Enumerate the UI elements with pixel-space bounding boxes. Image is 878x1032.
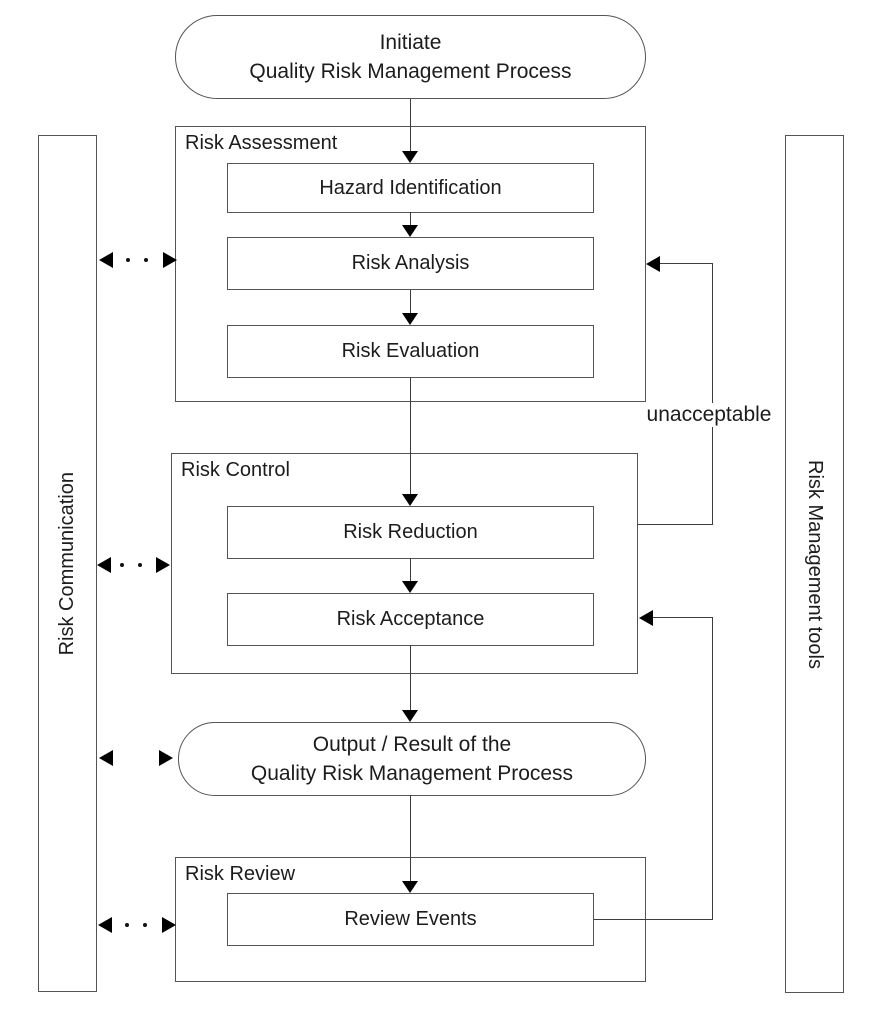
link3-right-arrow-icon bbox=[159, 750, 173, 766]
review-events-box: Review Events bbox=[227, 893, 594, 946]
flow-line-hazard-to-analysis bbox=[410, 212, 411, 226]
link1-dot bbox=[126, 258, 130, 262]
risk-control-label: Risk Control bbox=[181, 459, 290, 481]
risk-management-tools-label: Risk Management tools bbox=[804, 459, 826, 669]
output-terminator: Output / Result of the Quality Risk Mana… bbox=[178, 722, 646, 796]
arrowhead-into-risk-analysis bbox=[402, 225, 418, 237]
risk-communication-bar: Risk Communication bbox=[38, 135, 97, 992]
risk-communication-label: Risk Communication bbox=[56, 471, 78, 656]
arrowhead-into-risk-acceptance bbox=[402, 581, 418, 593]
link2-dot bbox=[138, 563, 142, 567]
review-feedback-top-segment bbox=[652, 617, 713, 618]
flow-line-evaluation-to-reduction bbox=[410, 377, 411, 495]
link3-left-arrow-icon bbox=[99, 750, 113, 766]
flow-line-output-to-review bbox=[410, 795, 411, 882]
arrowhead-into-risk-control-right bbox=[639, 610, 653, 626]
unacceptable-label: unacceptable bbox=[643, 403, 775, 427]
output-line2: Quality Risk Management Process bbox=[250, 762, 574, 785]
arrowhead-into-review-events bbox=[402, 881, 418, 893]
arrowhead-into-risk-assessment-right bbox=[646, 256, 660, 272]
link1-right-arrow-icon bbox=[163, 252, 177, 268]
link1-dot bbox=[144, 258, 148, 262]
risk-assessment-label: Risk Assessment bbox=[185, 132, 338, 154]
hazard-identification-box: Hazard Identification bbox=[227, 163, 594, 213]
flow-line-initiate-to-hazard bbox=[410, 99, 411, 152]
review-feedback-vertical-segment bbox=[712, 617, 713, 920]
risk-analysis-box: Risk Analysis bbox=[227, 237, 594, 290]
link4-left-arrow-icon bbox=[98, 917, 112, 933]
arrowhead-into-hazard-identification bbox=[402, 151, 418, 163]
initiate-line1: Initiate bbox=[379, 31, 442, 54]
flow-line-analysis-to-evaluation bbox=[410, 290, 411, 314]
link2-dot bbox=[120, 563, 124, 567]
risk-evaluation-box: Risk Evaluation bbox=[227, 325, 594, 378]
initiate-line2: Quality Risk Management Process bbox=[249, 60, 572, 83]
output-line1: Output / Result of the bbox=[312, 733, 512, 756]
arrowhead-into-risk-reduction bbox=[402, 494, 418, 506]
unacceptable-feedback-bottom-segment bbox=[637, 524, 713, 525]
link4-right-arrow-icon bbox=[162, 917, 176, 933]
flow-line-acceptance-to-output bbox=[410, 645, 411, 711]
link4-dot bbox=[143, 923, 147, 927]
link4-dot bbox=[125, 923, 129, 927]
arrowhead-into-output bbox=[402, 710, 418, 722]
unacceptable-feedback-vertical-segment bbox=[712, 263, 713, 525]
unacceptable-feedback-top-segment bbox=[659, 263, 713, 264]
arrowhead-into-risk-evaluation bbox=[402, 313, 418, 325]
review-feedback-bottom-segment bbox=[594, 919, 713, 920]
risk-management-tools-bar: Risk Management tools bbox=[785, 135, 844, 993]
risk-review-label: Risk Review bbox=[185, 863, 296, 885]
link1-left-arrow-icon bbox=[99, 252, 113, 268]
risk-control-group: Risk Control bbox=[171, 453, 638, 674]
link2-right-arrow-icon bbox=[156, 557, 170, 573]
risk-acceptance-box: Risk Acceptance bbox=[227, 593, 594, 646]
link2-left-arrow-icon bbox=[97, 557, 111, 573]
risk-reduction-box: Risk Reduction bbox=[227, 506, 594, 559]
initiate-terminator: Initiate Quality Risk Management Process bbox=[175, 15, 646, 99]
flow-line-reduction-to-acceptance bbox=[410, 558, 411, 582]
